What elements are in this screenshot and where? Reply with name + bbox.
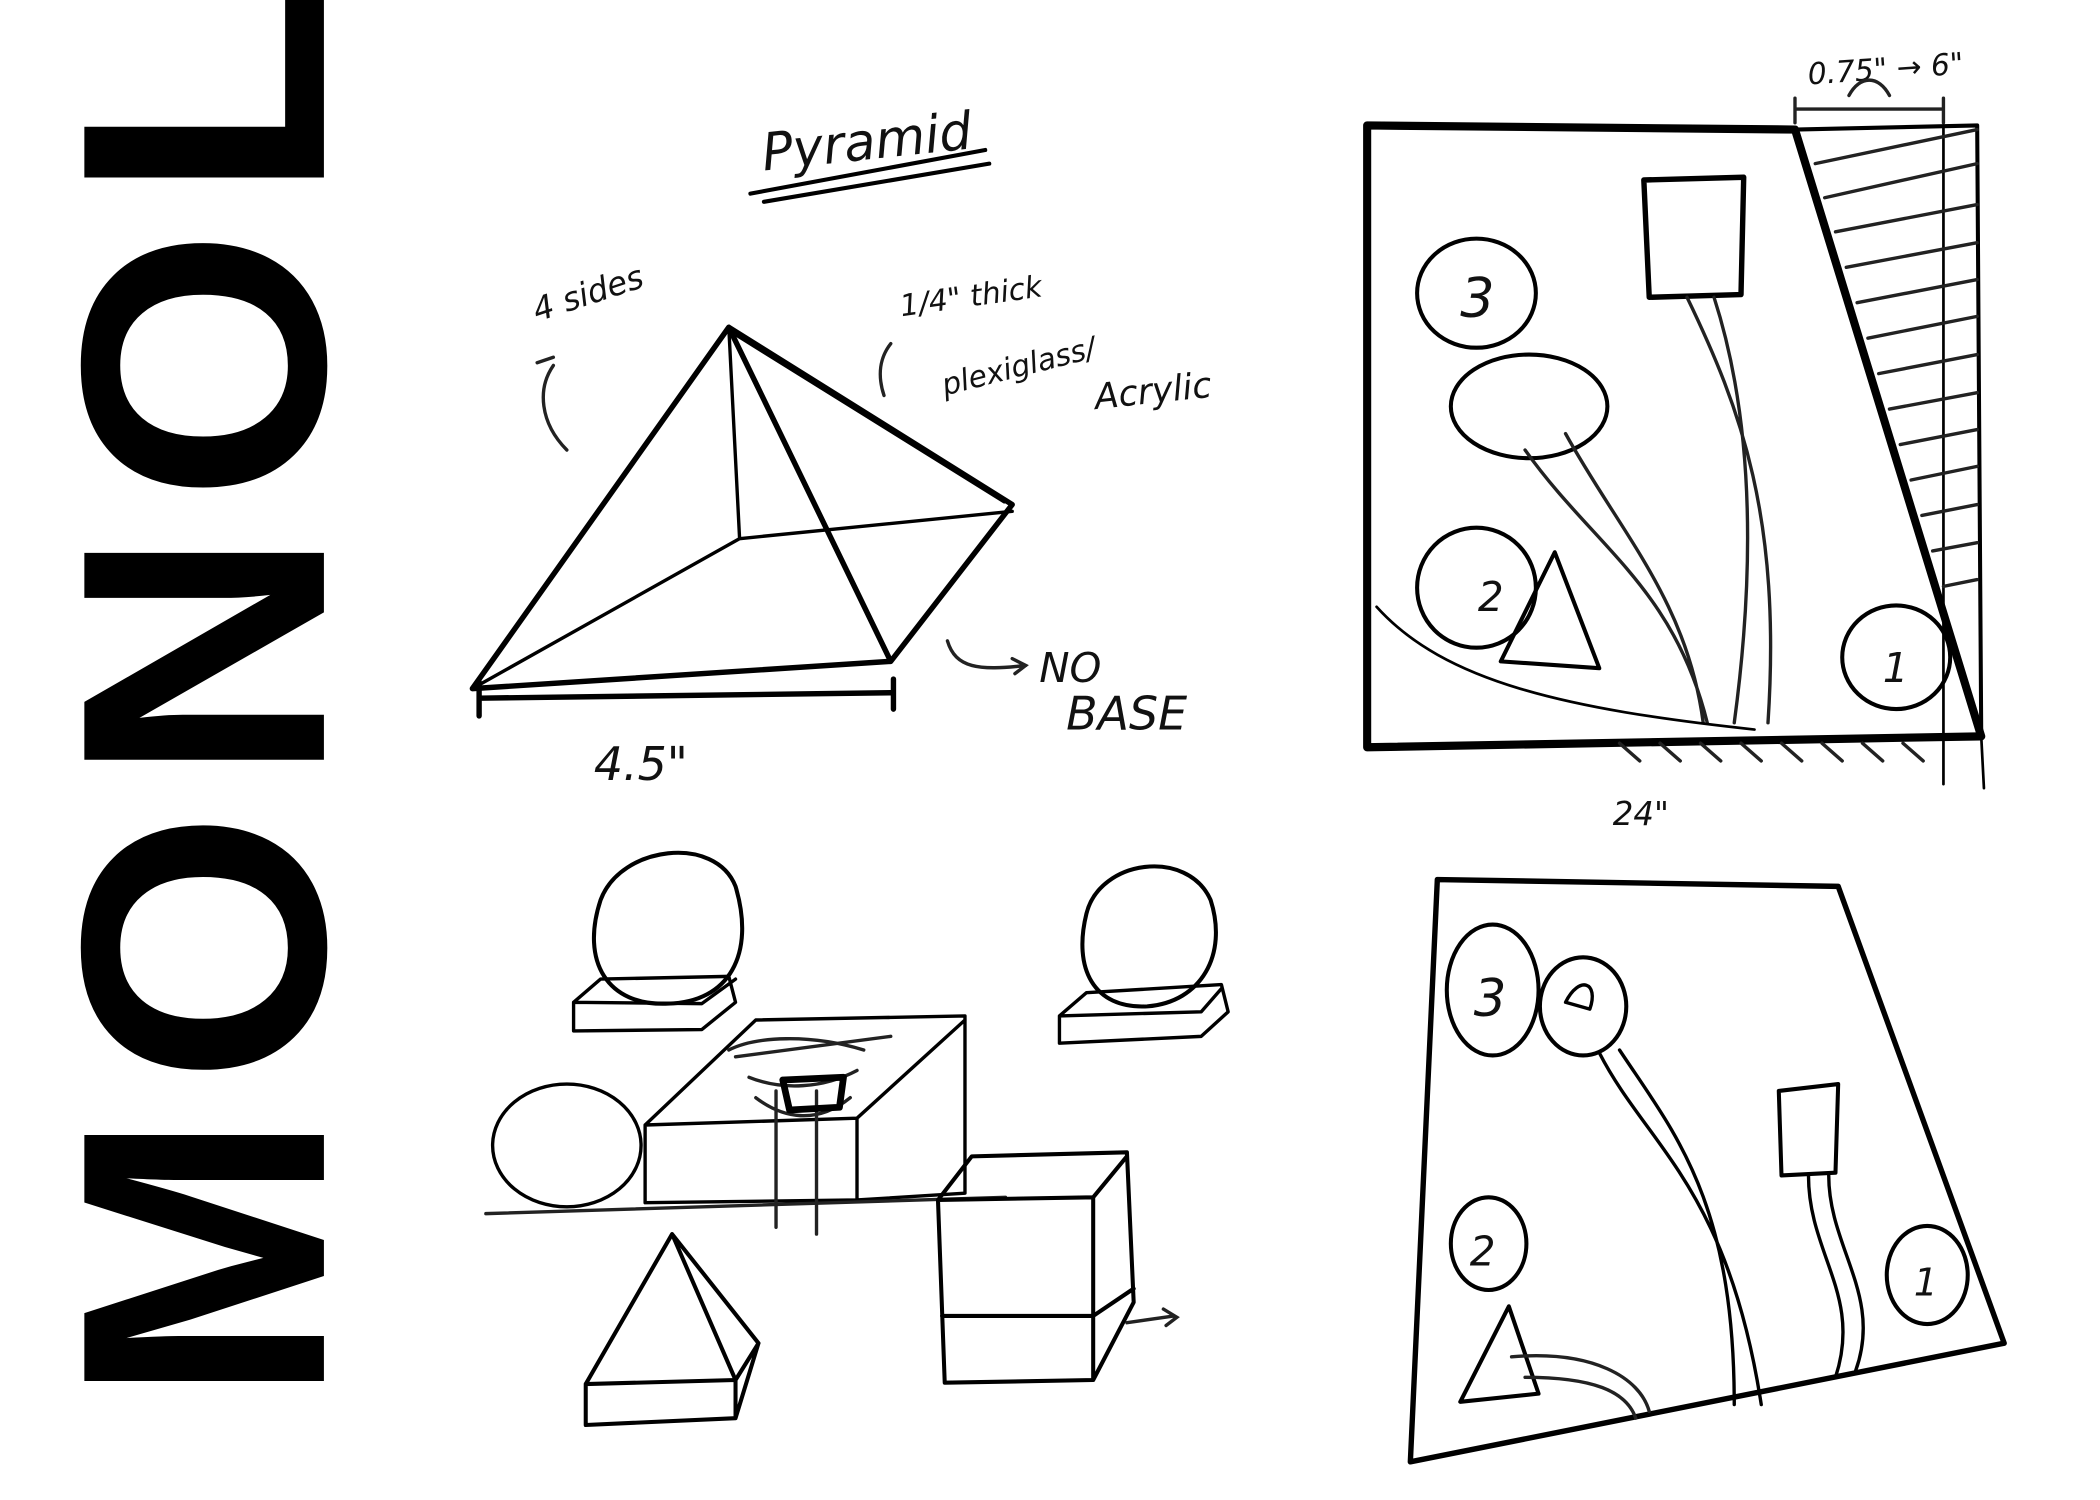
material-note-acrylic: Acrylic <box>1091 365 1214 419</box>
plan-marker-2: 2 <box>1478 573 1504 621</box>
plan-marker-3: 3 <box>1460 266 1494 329</box>
objects-sketch <box>484 850 1230 1428</box>
perspective-marker-1: 1 <box>1914 1260 1938 1304</box>
perspective-marker-2: 2 <box>1470 1227 1496 1275</box>
wedge-hatching <box>1617 127 1979 763</box>
monolith-title: MONOLITH <box>10 0 399 1405</box>
layout-plan-sketch: 0.75" → 6" 3 2 1 24" <box>1363 46 1986 833</box>
plan-marker-1: 1 <box>1883 644 1909 692</box>
plan-width-label: 24" <box>1613 795 1669 833</box>
perspective-plan-sketch: 3 2 1 <box>1407 876 2007 1465</box>
depth-dimension-label: 0.75" → 6" <box>1807 46 1965 92</box>
pyramid-sketch: Pyramid 4 sides 1/4" thick plexiglass/ A… <box>469 101 1214 791</box>
material-note-plexiglass: plexiglass/ <box>937 330 1102 404</box>
thickness-note: 1/4" thick <box>898 269 1046 324</box>
pyramid-width-label: 4.5" <box>594 737 688 791</box>
base-note: BASE <box>1066 686 1188 740</box>
no-base-note: NO <box>1039 644 1101 692</box>
perspective-marker-3: 3 <box>1474 969 1507 1029</box>
sides-note: 4 sides <box>528 258 648 330</box>
